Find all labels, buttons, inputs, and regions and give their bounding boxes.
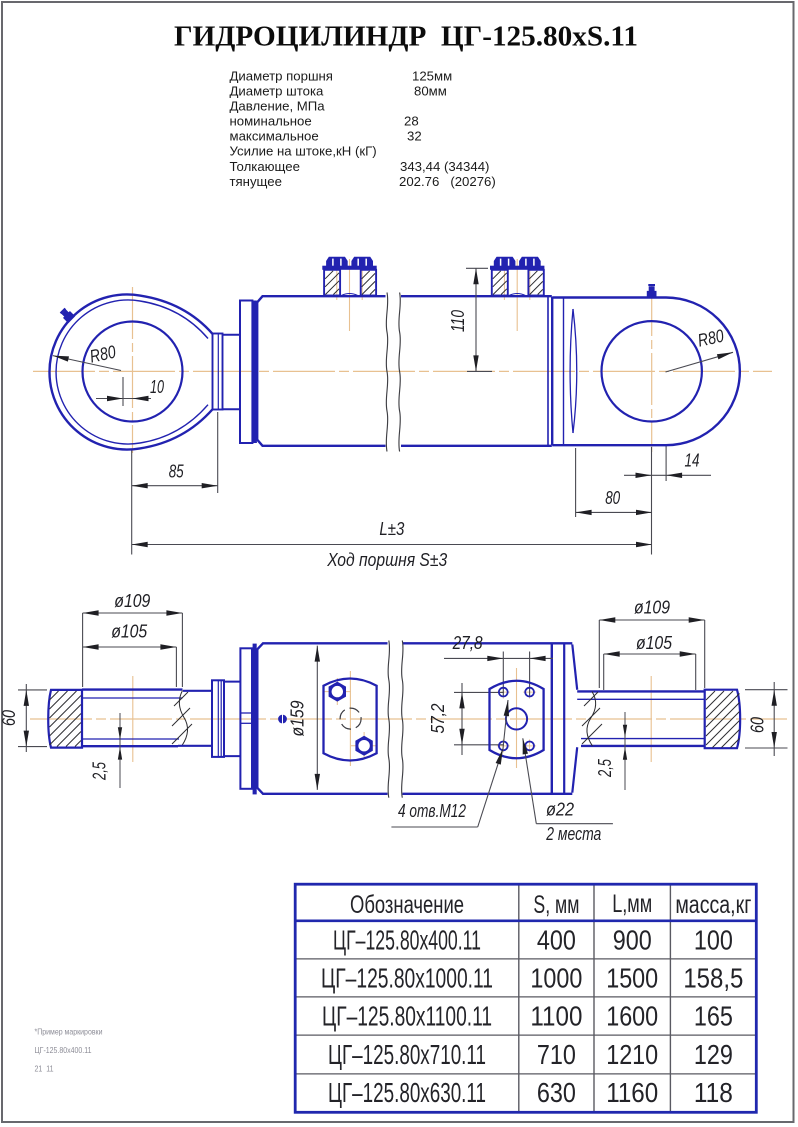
- svg-text:ø105: ø105: [636, 633, 673, 653]
- svg-text:ø22: ø22: [546, 800, 574, 820]
- svg-text:L±3: L±3: [379, 519, 404, 539]
- svg-text:Усилие на штоке,кН (кГ): Усилие на штоке,кН (кГ): [230, 144, 377, 159]
- svg-text:1600: 1600: [606, 1001, 658, 1032]
- svg-text:ГИДРОЦИЛИНДР ЦГ-125.80хS.11: ГИДРОЦИЛИНДР ЦГ-125.80хS.11: [174, 22, 638, 53]
- svg-text:ЦГ–125.80х710.11: ЦГ–125.80х710.11: [328, 1039, 486, 1070]
- svg-text:125мм: 125мм: [412, 69, 452, 84]
- svg-text:2,5: 2,5: [595, 758, 615, 777]
- svg-text:ø109: ø109: [634, 598, 670, 618]
- svg-text:ЦГ–125.80х1100.11: ЦГ–125.80х1100.11: [322, 1001, 492, 1032]
- svg-text:ЦГ–125.80х400.11: ЦГ–125.80х400.11: [333, 924, 481, 955]
- svg-text:630: 630: [537, 1077, 576, 1108]
- svg-text:номинальное: номинальное: [230, 114, 312, 129]
- svg-text:118: 118: [694, 1077, 733, 1108]
- svg-text:максимальное: максимальное: [230, 129, 319, 144]
- svg-text:ø105: ø105: [111, 622, 148, 642]
- svg-text:2 места: 2 места: [546, 824, 602, 844]
- svg-text:80мм: 80мм: [414, 84, 447, 99]
- svg-text:тянущее: тянущее: [230, 174, 282, 189]
- svg-text:ЦГ–125.80х630.11: ЦГ–125.80х630.11: [328, 1077, 486, 1108]
- svg-text:343,44 (34344): 343,44 (34344): [400, 159, 489, 174]
- svg-text:80: 80: [605, 488, 620, 508]
- svg-text:ø109: ø109: [114, 591, 150, 611]
- svg-text:100: 100: [694, 924, 733, 955]
- svg-text:14: 14: [685, 451, 700, 471]
- svg-text:400: 400: [537, 924, 576, 955]
- svg-text:129: 129: [694, 1039, 733, 1070]
- svg-text:Ход поршня S±3: Ход поршня S±3: [326, 550, 447, 570]
- svg-text:Давление, МПа: Давление, МПа: [230, 99, 326, 114]
- svg-text:85: 85: [169, 462, 185, 482]
- svg-text:4 отв.М12: 4 отв.М12: [398, 801, 466, 821]
- svg-text:60: 60: [748, 717, 768, 733]
- svg-text:2,5: 2,5: [90, 761, 110, 780]
- svg-text:1210: 1210: [606, 1039, 658, 1070]
- svg-text:1160: 1160: [606, 1077, 658, 1108]
- svg-text:L,мм: L,мм: [612, 890, 652, 918]
- svg-text:21 11: 21 11: [35, 1064, 54, 1074]
- svg-text:Диаметр штока: Диаметр штока: [230, 84, 324, 99]
- svg-text:57,2: 57,2: [428, 704, 448, 734]
- svg-text:S, мм: S, мм: [533, 891, 579, 919]
- svg-text:27,8: 27,8: [452, 633, 483, 653]
- svg-text:900: 900: [613, 924, 652, 955]
- svg-text:202.76 (20276): 202.76 (20276): [399, 174, 496, 189]
- svg-text:ø159: ø159: [288, 701, 308, 737]
- svg-text:ЦГ–125.80х1000.11: ЦГ–125.80х1000.11: [321, 963, 493, 994]
- svg-text:60: 60: [0, 710, 19, 726]
- svg-text:Обозначение: Обозначение: [350, 891, 464, 919]
- svg-text:ЦГ-125.80х400.11: ЦГ-125.80х400.11: [35, 1045, 92, 1055]
- svg-text:10: 10: [150, 377, 164, 397]
- svg-text:1000: 1000: [530, 963, 582, 994]
- svg-text:масса,кг: масса,кг: [675, 891, 751, 919]
- svg-text:1500: 1500: [606, 963, 658, 994]
- svg-text:158,5: 158,5: [683, 963, 743, 994]
- svg-text:165: 165: [694, 1001, 733, 1032]
- svg-text:Толкающее: Толкающее: [230, 159, 300, 174]
- svg-text:1100: 1100: [530, 1001, 582, 1032]
- svg-text:*Пример маркировки: *Пример маркировки: [35, 1027, 103, 1037]
- svg-text:110: 110: [448, 310, 468, 332]
- svg-text:28: 28: [404, 114, 419, 129]
- svg-text:32: 32: [407, 129, 422, 144]
- svg-text:Диаметр поршня: Диаметр поршня: [230, 69, 333, 84]
- svg-text:710: 710: [537, 1039, 576, 1070]
